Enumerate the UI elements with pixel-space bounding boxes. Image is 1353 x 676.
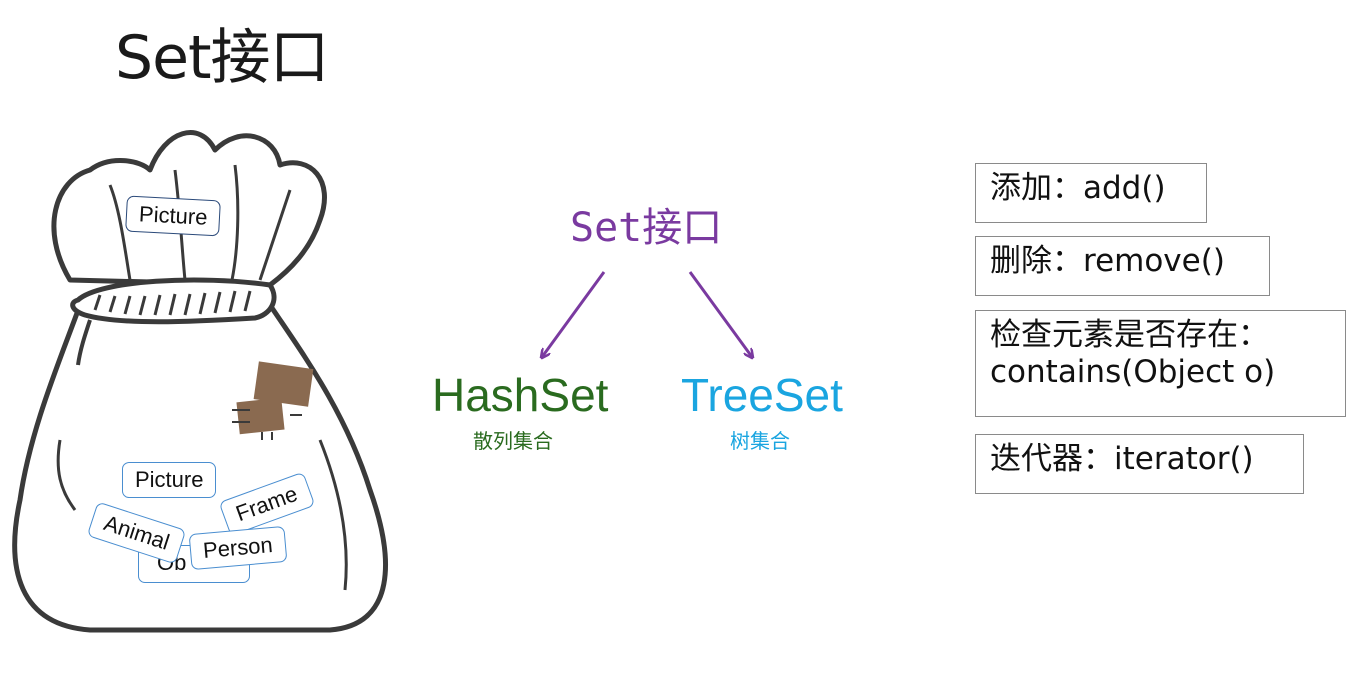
op-remove-box: 删除：remove() (975, 236, 1270, 296)
set-interface-label: Set接口 (570, 205, 723, 251)
op-iterator-label: 迭代器： (990, 441, 1114, 477)
arrow-to-treeset (688, 271, 752, 357)
op-contains-box: 检查元素是否存在： contains(Object o) (975, 310, 1346, 417)
op-contains-method: contains(Object o) (990, 354, 1276, 391)
op-add-method: add() (1083, 170, 1166, 206)
arrow-to-hashset (542, 271, 606, 357)
page-title: Set接口 (115, 23, 330, 93)
op-remove-method: remove() (1083, 243, 1225, 279)
op-add-label: 添加： (990, 170, 1083, 206)
bag-tag-picture: Picture (122, 462, 217, 498)
treeset-label: TreeSet (681, 369, 843, 421)
op-iterator-method: iterator() (1114, 441, 1254, 477)
hashset-label: HashSet (432, 369, 609, 421)
op-remove-label: 删除： (990, 243, 1083, 279)
op-contains-label: 检查元素是否存在： (990, 317, 1269, 353)
patch (253, 361, 314, 407)
treeset-description: 树集合 (730, 429, 790, 453)
hashset-description: 散列集合 (473, 429, 553, 453)
op-add-box: 添加：add() (975, 163, 1207, 223)
patch (236, 397, 285, 435)
bag-tag-picture-top: Picture (125, 195, 222, 237)
op-iterator-box: 迭代器：iterator() (975, 434, 1304, 494)
hierarchy-arrows (520, 271, 780, 370)
